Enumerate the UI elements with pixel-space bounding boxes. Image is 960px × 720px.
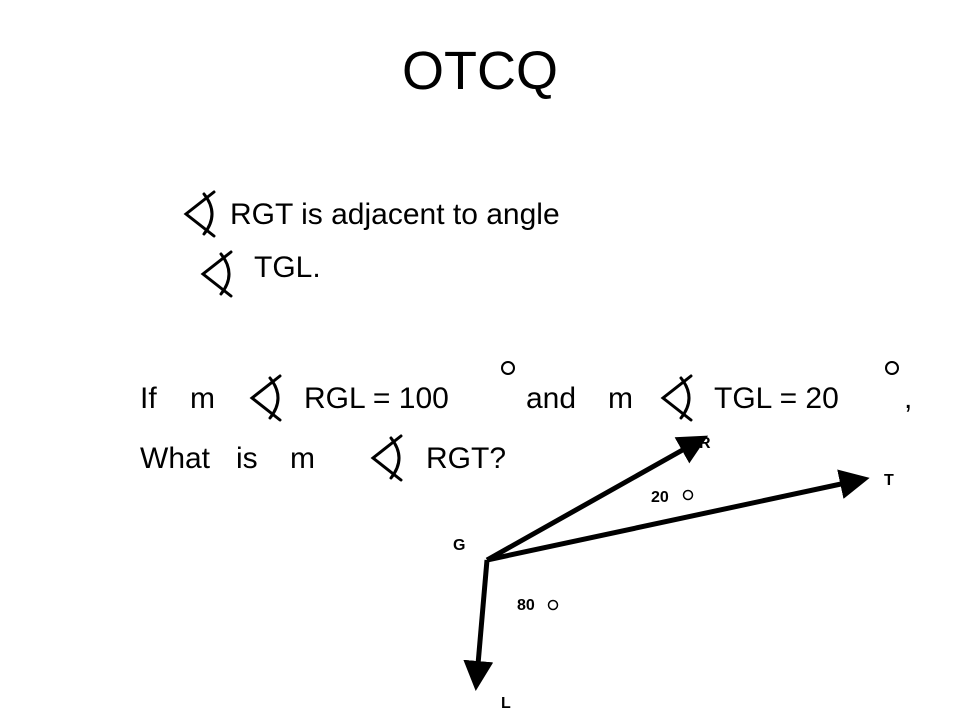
ray-gl	[463, 559, 494, 691]
question-tgl: TGL = 20	[714, 382, 839, 415]
degree-symbol-icon	[501, 361, 515, 375]
question-m-3: m	[290, 442, 315, 475]
question-and: and	[526, 382, 577, 415]
angle-symbol-icon	[184, 190, 216, 238]
angle-rgt-value: 20	[651, 489, 669, 506]
degree-symbol-icon	[547, 599, 559, 611]
ray-gt	[486, 469, 870, 563]
slide-title: OTCQ	[402, 41, 558, 101]
question-rgt: RGT?	[426, 442, 507, 475]
degree-symbol-icon	[885, 361, 899, 375]
label-l: L	[501, 695, 511, 712]
ray-gr	[485, 435, 709, 563]
angle-symbol-icon	[250, 374, 282, 422]
question-m-1: m	[190, 382, 215, 415]
statement-line-2: TGL.	[254, 251, 321, 284]
statement-line-1: RGT is adjacent to angle	[230, 198, 560, 231]
degree-symbol-icon	[682, 489, 694, 501]
angle-symbol-icon	[201, 250, 233, 298]
question-if: If	[140, 382, 157, 415]
question-m-2: m	[608, 382, 633, 415]
question-what: What	[140, 442, 211, 475]
question-rgl: RGL = 100	[304, 382, 449, 415]
angle-symbol-icon	[371, 434, 403, 482]
angle-symbol-icon	[661, 374, 693, 422]
question-comma: ,	[904, 382, 913, 415]
angle-tgl-value: 80	[517, 597, 535, 614]
label-t: T	[884, 472, 894, 489]
label-g: G	[453, 537, 466, 554]
question-is: is	[236, 442, 258, 475]
